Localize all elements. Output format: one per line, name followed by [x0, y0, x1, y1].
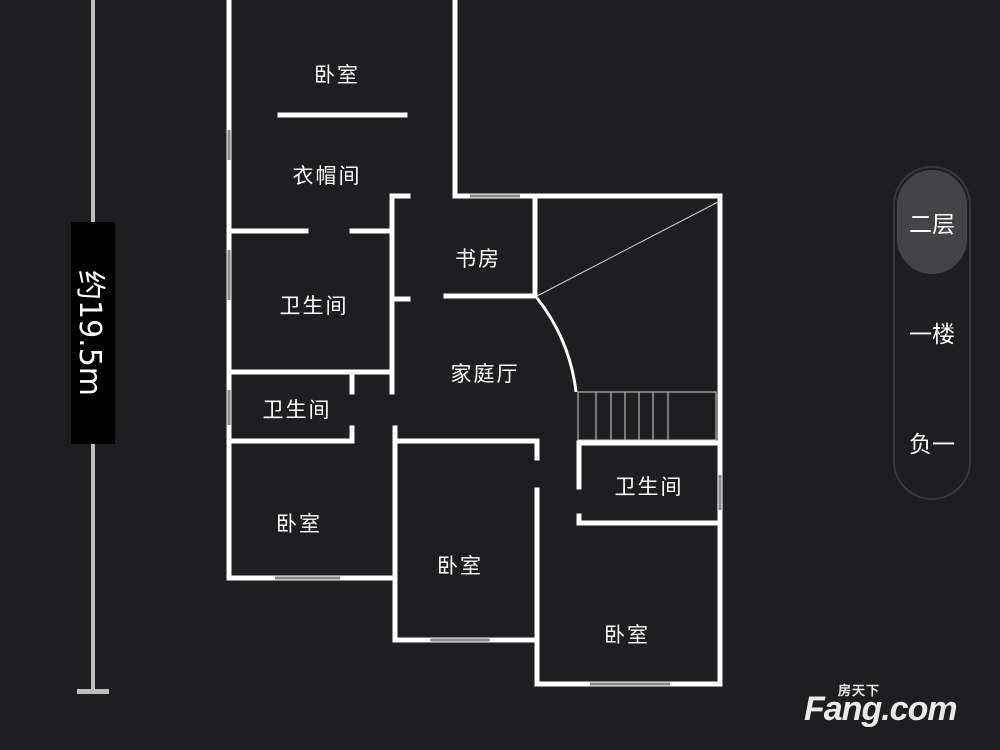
room-label-study: 书房 — [455, 247, 501, 271]
room-label-bathroom-lower: 卫生间 — [262, 398, 332, 422]
room-label-bathroom-upper: 卫生间 — [279, 294, 349, 318]
room-label-bathroom-right: 卫生间 — [614, 475, 684, 499]
watermark-big-text: Fang.com — [804, 690, 958, 728]
room-label-bedroom-top: 卧室 — [314, 63, 360, 87]
stair-arc — [535, 297, 578, 393]
floor-button-basement[interactable]: 负一 — [909, 432, 955, 458]
room-label-bedroom-left: 卧室 — [276, 512, 322, 536]
room-label-family-hall: 家庭厅 — [450, 362, 520, 386]
stairs — [577, 391, 717, 441]
floor-button-second[interactable]: 二层 — [897, 170, 967, 274]
ruler-line-bottom — [91, 444, 95, 690]
room-label-bedroom-right: 卧室 — [604, 623, 650, 647]
dimension-text: 约19.5m — [72, 269, 107, 397]
watermark-small-text: 房天下 — [838, 684, 881, 699]
ruler-end-cap — [77, 689, 109, 694]
ruler-line-top — [91, 0, 95, 222]
room-label-bedroom-middle: 卧室 — [437, 554, 483, 578]
floor-button-first[interactable]: 一楼 — [909, 322, 955, 348]
floor-selector: 二层 一楼 负一 — [893, 166, 971, 500]
dimension-label: 约19.5m — [71, 222, 115, 444]
room-label-cloakroom: 衣帽间 — [292, 164, 362, 188]
watermark-logo: 房天下 Fang.com — [800, 678, 990, 738]
